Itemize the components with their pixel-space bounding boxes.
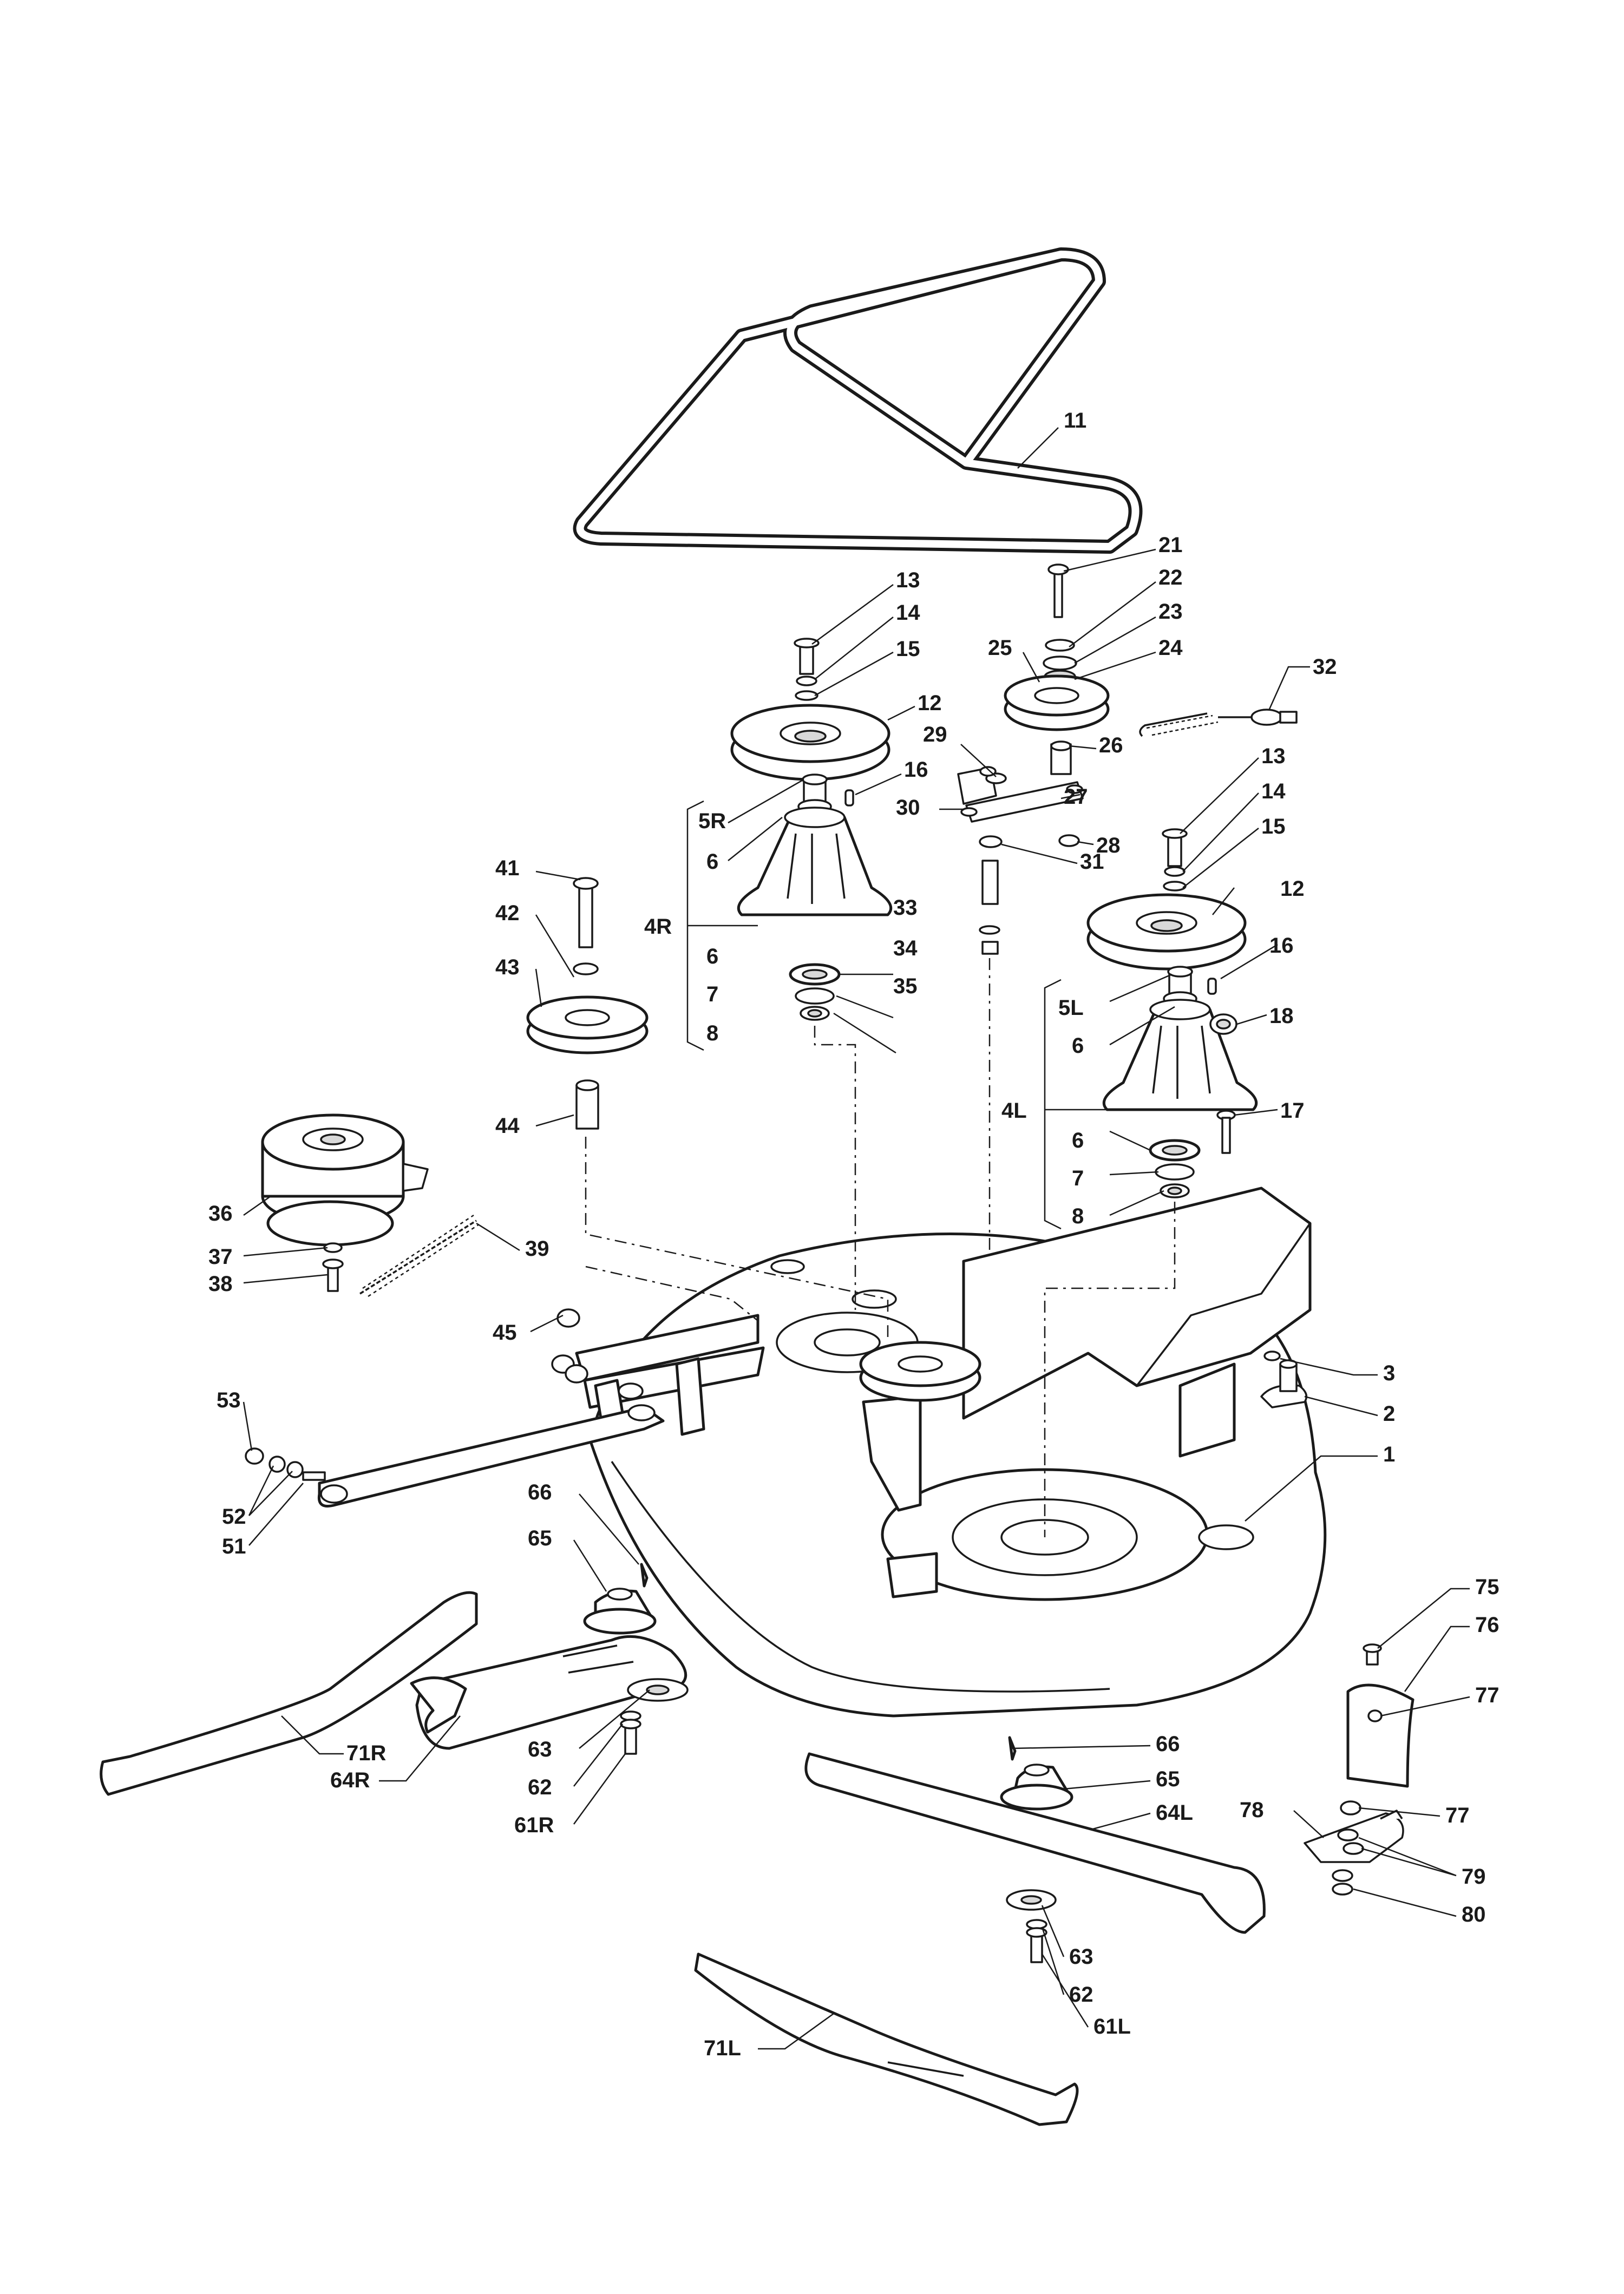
label-15-r: 15 xyxy=(896,637,920,661)
label-8-r: 8 xyxy=(706,1021,718,1045)
blade-assembly-right xyxy=(100,1563,689,1796)
label-78: 78 xyxy=(1240,1798,1264,1822)
label-32: 32 xyxy=(1313,655,1337,679)
spindle-assembly-left xyxy=(1086,828,1258,1198)
label-11: 11 xyxy=(1064,409,1086,432)
label-15-l: 15 xyxy=(1261,815,1286,838)
label-31: 31 xyxy=(1080,850,1104,874)
label-53: 53 xyxy=(217,1388,241,1412)
label-5l: 5L xyxy=(1058,996,1084,1020)
label-45: 45 xyxy=(493,1321,517,1345)
clutch-pulley-assembly xyxy=(261,877,649,1297)
idler-pulley-assembly xyxy=(957,563,1110,955)
label-44: 44 xyxy=(495,1114,520,1138)
label-71r: 71R xyxy=(346,1741,386,1765)
label-1: 1 xyxy=(1383,1443,1395,1466)
label-23: 23 xyxy=(1158,600,1183,624)
label-42: 42 xyxy=(495,901,520,925)
label-80: 80 xyxy=(1462,1903,1486,1926)
label-29: 29 xyxy=(923,723,947,746)
label-7-r: 7 xyxy=(706,982,718,1006)
label-65-l: 65 xyxy=(1156,1767,1180,1791)
label-62-r: 62 xyxy=(528,1775,552,1799)
label-24: 24 xyxy=(1158,636,1183,660)
label-66-l: 66 xyxy=(1156,1732,1180,1756)
label-38: 38 xyxy=(208,1272,233,1296)
label-36: 36 xyxy=(208,1202,233,1225)
mulching-kit-parts xyxy=(1304,1643,1415,1896)
label-4l: 4L xyxy=(1001,1099,1027,1123)
label-43: 43 xyxy=(495,955,520,979)
label-37: 37 xyxy=(208,1245,233,1269)
label-13-l: 13 xyxy=(1261,744,1286,768)
label-16-l: 16 xyxy=(1269,934,1294,958)
deck-brackets-and-rod xyxy=(245,1308,765,1508)
label-61l: 61L xyxy=(1093,2015,1131,2039)
label-18: 18 xyxy=(1269,1004,1294,1028)
label-14-l: 14 xyxy=(1261,779,1286,803)
label-27: 27 xyxy=(1064,785,1088,809)
label-28: 28 xyxy=(1096,834,1121,857)
label-66-r: 66 xyxy=(528,1480,552,1504)
label-7-l: 7 xyxy=(1072,1166,1084,1190)
label-79: 79 xyxy=(1462,1865,1486,1889)
label-12-r: 12 xyxy=(918,691,942,715)
label-6-l-top: 6 xyxy=(1072,1034,1084,1058)
label-3: 3 xyxy=(1383,1361,1395,1385)
drive-belt xyxy=(573,247,1143,554)
label-26: 26 xyxy=(1099,733,1123,757)
label-63-l: 63 xyxy=(1069,1945,1093,1969)
label-75: 75 xyxy=(1475,1575,1499,1599)
label-64r: 64R xyxy=(330,1768,370,1792)
label-51: 51 xyxy=(222,1535,246,1558)
label-77-top: 77 xyxy=(1475,1683,1499,1707)
label-16-r: 16 xyxy=(904,758,928,782)
part-number-labels: 11 21 22 23 24 25 32 13 14 15 12 29 26 1… xyxy=(208,409,1499,2060)
assembly-centerlines xyxy=(585,958,1176,1537)
label-6-r-top: 6 xyxy=(706,850,718,874)
label-4r: 4R xyxy=(644,915,672,939)
label-5r: 5R xyxy=(698,809,726,833)
label-65-r: 65 xyxy=(528,1526,552,1550)
mower-deck xyxy=(588,1187,1327,1718)
label-6-r-mid: 6 xyxy=(706,945,718,968)
label-21: 21 xyxy=(1158,533,1183,557)
spindle-assembly-right xyxy=(730,638,893,1021)
label-17: 17 xyxy=(1280,1099,1305,1123)
tension-spring-and-rod xyxy=(1139,709,1298,737)
label-22: 22 xyxy=(1158,566,1183,589)
label-76: 76 xyxy=(1475,1613,1499,1637)
label-63-r: 63 xyxy=(528,1738,552,1761)
label-41: 41 xyxy=(495,856,520,880)
blade-assembly-left xyxy=(694,1736,1266,2126)
label-34: 34 xyxy=(893,936,918,960)
label-39: 39 xyxy=(525,1237,549,1261)
label-30: 30 xyxy=(896,796,920,820)
label-8-l: 8 xyxy=(1072,1204,1084,1228)
label-12-l: 12 xyxy=(1280,877,1305,901)
label-33: 33 xyxy=(893,896,918,920)
label-77-bottom: 77 xyxy=(1445,1804,1470,1827)
pivot-bushing xyxy=(1260,1351,1308,1408)
label-71l: 71L xyxy=(704,2036,741,2060)
label-6-l-mid: 6 xyxy=(1072,1129,1084,1152)
label-52: 52 xyxy=(222,1505,246,1529)
label-64l: 64L xyxy=(1156,1801,1193,1825)
label-61r: 61R xyxy=(514,1813,554,1837)
label-35: 35 xyxy=(893,974,918,998)
label-62-l: 62 xyxy=(1069,1983,1093,2007)
label-25: 25 xyxy=(988,636,1012,660)
label-14-r: 14 xyxy=(896,601,920,625)
label-13-r: 13 xyxy=(896,568,920,592)
label-2: 2 xyxy=(1383,1402,1395,1426)
leader-lines xyxy=(243,427,1470,2050)
group-brackets xyxy=(686,800,1107,1230)
